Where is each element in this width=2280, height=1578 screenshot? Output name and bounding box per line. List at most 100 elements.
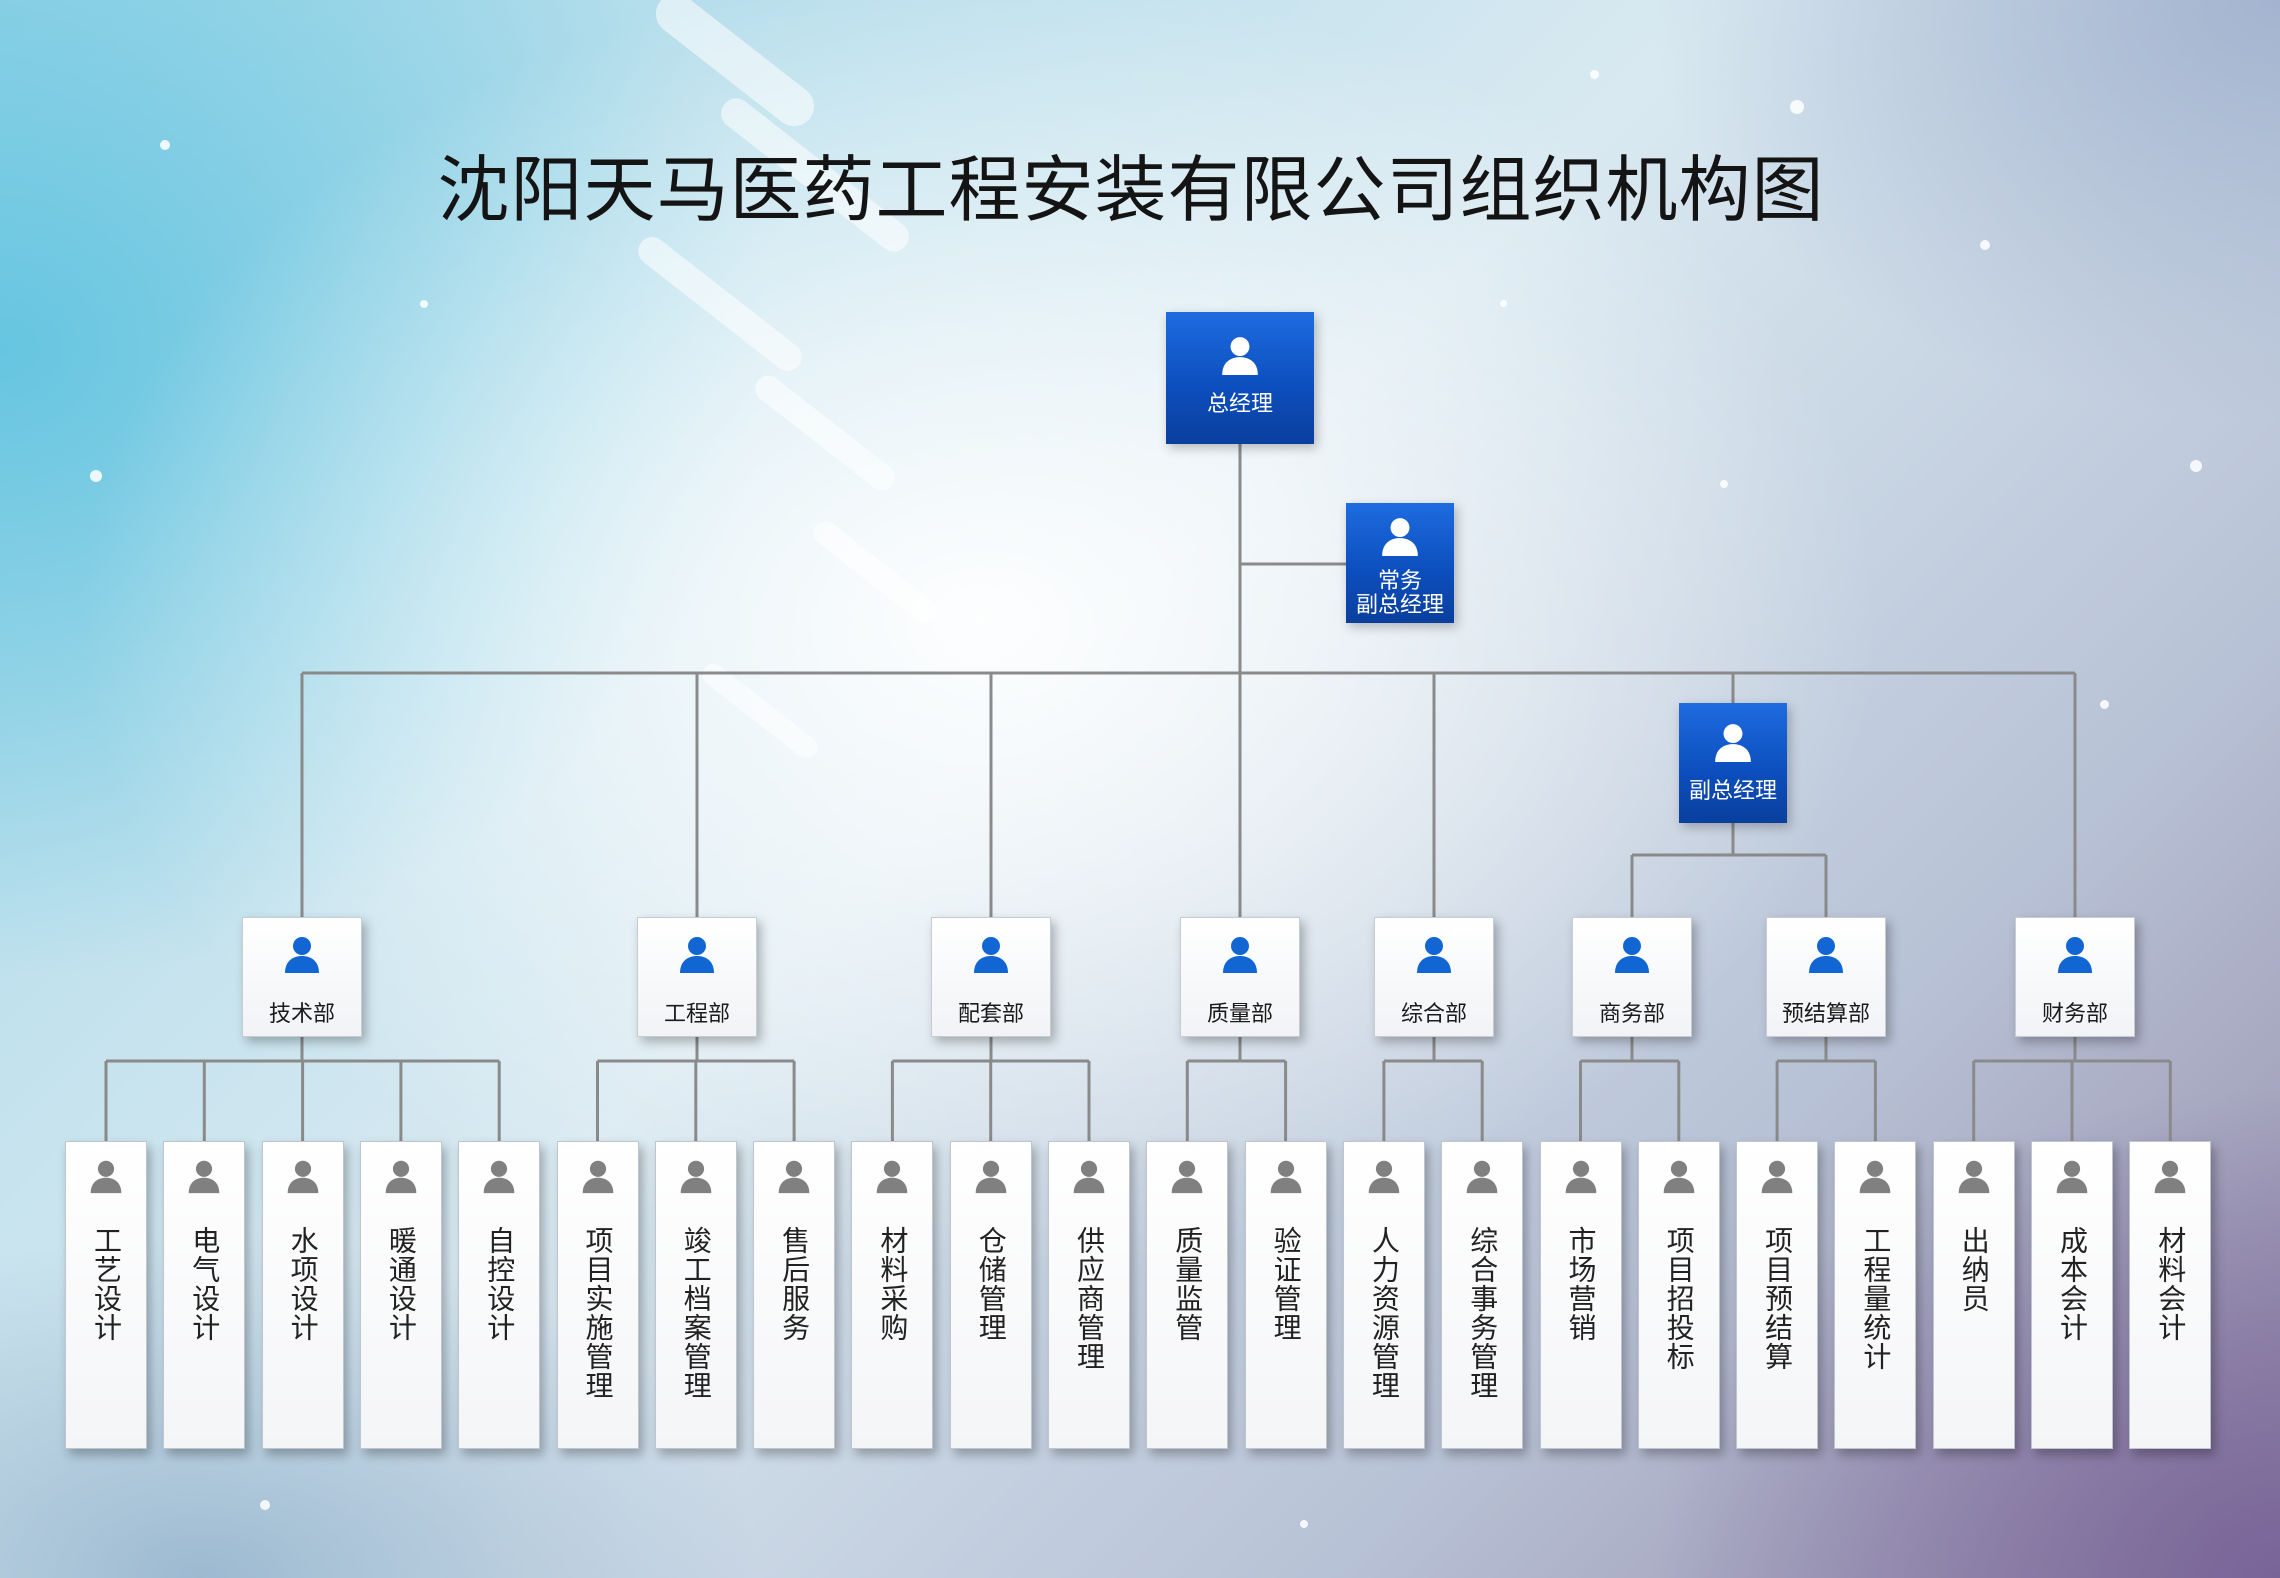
node-label: 配套部 [957, 1002, 1024, 1027]
role-label: 质量监管 [1171, 1226, 1205, 1342]
person-icon [1379, 515, 1421, 564]
role-label: 电气设计 [188, 1226, 222, 1342]
person-icon [2152, 1158, 2188, 1198]
person-icon [1366, 1158, 1402, 1198]
role-card: 水项设计 [261, 1141, 344, 1449]
node-label: 副总经理 [1355, 593, 1444, 618]
person-icon [1857, 1158, 1893, 1198]
person-icon [1414, 934, 1454, 980]
role-card: 质量监管 [1146, 1141, 1229, 1449]
executive-vp-box: 常务副总经理 [1346, 503, 1454, 623]
role-card: 成本会计 [2031, 1141, 2113, 1449]
department-box: 综合部 [1374, 917, 1494, 1037]
role-label: 材料采购 [876, 1226, 910, 1342]
person-icon [2055, 934, 2095, 980]
role-card: 暖通设计 [359, 1141, 442, 1449]
node-label: 商务部 [1598, 1002, 1665, 1027]
role-label: 自控设计 [483, 1226, 517, 1342]
chart-title: 沈阳天马医药工程安装有限公司组织机构图 [437, 148, 1825, 232]
person-icon [971, 934, 1011, 980]
person-icon [580, 1158, 616, 1198]
role-label: 暖通设计 [384, 1226, 418, 1342]
role-card: 竣工档案管理 [654, 1141, 737, 1449]
role-label: 项目预结算 [1761, 1226, 1795, 1371]
role-label: 仓储管理 [974, 1226, 1008, 1342]
person-icon [1712, 721, 1754, 770]
person-icon [1956, 1158, 1992, 1198]
person-icon [1169, 1158, 1205, 1198]
role-label: 工艺设计 [90, 1226, 123, 1342]
person-icon [88, 1158, 124, 1198]
role-card: 项目预结算 [1736, 1141, 1819, 1449]
node-label: 副总经理 [1688, 779, 1777, 804]
node-label: 工程部 [663, 1002, 730, 1027]
person-icon [1563, 1158, 1599, 1198]
role-card: 材料采购 [851, 1141, 934, 1449]
role-label: 成本会计 [2056, 1226, 2089, 1342]
role-label: 工程量统计 [1859, 1226, 1893, 1371]
person-icon [1071, 1158, 1107, 1198]
person-icon [776, 1158, 812, 1198]
node-label: 质量部 [1206, 1002, 1273, 1027]
role-label: 材料会计 [2154, 1226, 2188, 1342]
role-label: 综合事务管理 [1466, 1226, 1500, 1400]
node-label: 技术部 [268, 1002, 335, 1027]
role-card: 自控设计 [458, 1141, 541, 1449]
role-card: 项目实施管理 [556, 1141, 639, 1449]
role-card: 人力资源管理 [1342, 1141, 1425, 1449]
person-icon [2054, 1158, 2090, 1198]
department-box: 商务部 [1572, 917, 1692, 1037]
department-box: 质量部 [1180, 917, 1300, 1037]
role-card: 综合事务管理 [1441, 1141, 1524, 1449]
ceo-box: 总经理 [1166, 312, 1314, 444]
role-label: 供应商管理 [1073, 1226, 1106, 1371]
role-card: 供应商管理 [1048, 1141, 1130, 1449]
person-icon [282, 934, 322, 980]
role-label: 出纳员 [1957, 1226, 1991, 1313]
person-icon [1661, 1158, 1697, 1198]
person-icon [1806, 934, 1846, 980]
person-icon [285, 1158, 321, 1198]
role-label: 竣工档案管理 [679, 1226, 713, 1400]
node-label: 综合部 [1400, 1002, 1467, 1027]
role-card: 售后服务 [753, 1141, 836, 1449]
person-icon [481, 1158, 517, 1198]
role-card: 仓储管理 [949, 1141, 1032, 1449]
person-icon [1759, 1158, 1795, 1198]
role-label: 验证管理 [1269, 1226, 1303, 1342]
role-label: 人力资源管理 [1367, 1226, 1401, 1400]
department-box: 预结算部 [1766, 917, 1886, 1037]
role-card: 工程量统计 [1834, 1141, 1917, 1449]
department-box: 配套部 [931, 917, 1051, 1037]
node-label: 总经理 [1206, 392, 1273, 417]
department-box: 工程部 [637, 917, 757, 1037]
vp-box: 副总经理 [1679, 703, 1787, 823]
role-label: 市场营销 [1564, 1226, 1598, 1342]
role-card: 工艺设计 [65, 1141, 147, 1449]
person-icon [383, 1158, 419, 1198]
person-icon [1268, 1158, 1304, 1198]
person-icon [874, 1158, 910, 1198]
person-icon [1219, 334, 1261, 383]
person-icon [973, 1158, 1009, 1198]
node-label: 财务部 [2041, 1002, 2108, 1027]
role-card: 材料会计 [2129, 1141, 2212, 1449]
role-label: 项目实施管理 [581, 1226, 615, 1400]
person-icon [1464, 1158, 1500, 1198]
role-card: 出纳员 [1932, 1141, 2015, 1449]
person-icon [677, 934, 717, 980]
role-card: 验证管理 [1244, 1141, 1327, 1449]
role-label: 项目招投标 [1662, 1226, 1696, 1371]
role-card: 市场营销 [1539, 1141, 1622, 1449]
role-card: 项目招投标 [1637, 1141, 1720, 1449]
person-icon [1220, 934, 1260, 980]
person-icon [186, 1158, 222, 1198]
department-box: 技术部 [242, 917, 362, 1037]
role-label: 水项设计 [286, 1226, 320, 1342]
person-icon [1612, 934, 1652, 980]
node-label: 常务 [1377, 569, 1422, 594]
node-label: 预结算部 [1781, 1002, 1870, 1027]
person-icon [678, 1158, 714, 1198]
department-box: 财务部 [2015, 917, 2135, 1037]
